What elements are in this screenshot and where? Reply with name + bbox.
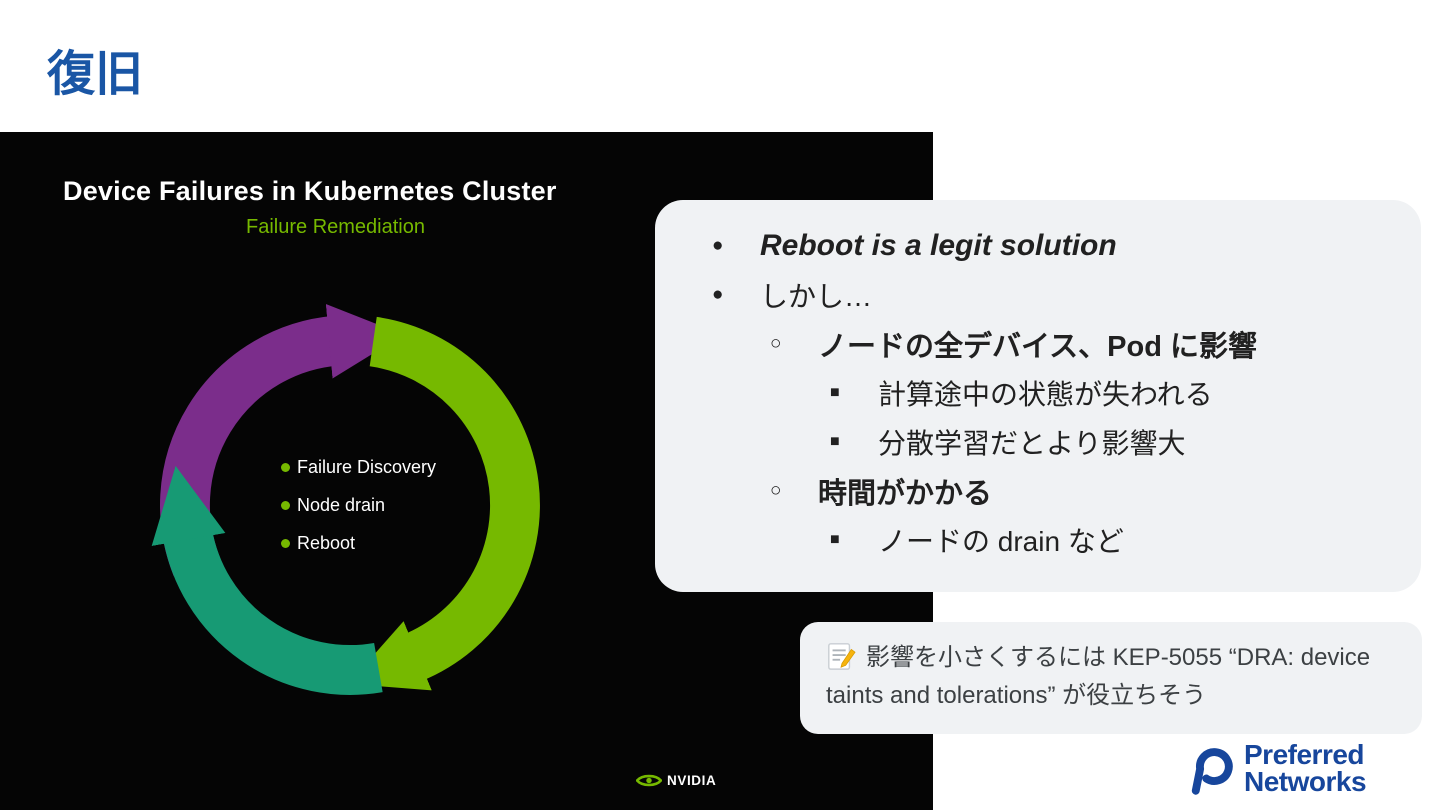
cycle-step-labels: Failure Discovery Node drain Reboot	[281, 448, 436, 562]
bullet-text: ノードの全デバイス、Pod に影響	[818, 330, 1257, 363]
slide-header: 復旧	[0, 0, 1440, 132]
bullet-marker: ■	[830, 432, 840, 450]
cycle-step-failure-discovery: Failure Discovery	[281, 448, 436, 486]
notes-panel: ● Reboot is a legit solution ● しかし… ○ ノー…	[655, 200, 1421, 592]
memo-icon	[826, 641, 856, 671]
bullet-marker: ○	[770, 479, 782, 501]
bullet-text: ノードの drain など	[878, 525, 1124, 557]
pfn-logo-line2: Networks	[1244, 766, 1367, 797]
green-bullet-icon	[281, 538, 290, 548]
embedded-slide-subtitle: Failure Remediation	[246, 216, 425, 238]
green-arrow	[348, 316, 540, 691]
pfn-mark-icon	[1191, 748, 1233, 795]
page-title: 復旧	[47, 48, 144, 101]
bullet-text: しかし…	[760, 280, 873, 312]
bullet-item: ○ ノードの全デバイス、Pod に影響	[655, 319, 1421, 368]
bullet-item: ■ ノードの drain など	[655, 515, 1421, 564]
bullet-text: 計算途中の状態が失われる	[878, 378, 1213, 410]
cycle-step-node-drain: Node drain	[281, 486, 436, 524]
cycle-arrows-icon	[151, 304, 540, 695]
bullet-marker: ○	[770, 332, 782, 354]
teal-arrow	[151, 465, 383, 695]
green-bullet-icon	[281, 462, 290, 472]
bullet-item: ■ 分散学習だとより影響大	[655, 417, 1421, 466]
pfn-logo: Preferred Networks	[1180, 739, 1367, 797]
cycle-step-label: Reboot	[297, 532, 356, 553]
green-bullet-icon	[281, 500, 290, 510]
bullet-item: ○ 時間がかかる	[655, 466, 1421, 515]
cycle-diagram: Failure Discovery Node drain Reboot	[135, 290, 565, 720]
bullet-marker: ●	[712, 283, 724, 305]
kep-note: 影響を小さくするには KEP-5055 “DRA: device taints …	[800, 622, 1422, 734]
nvidia-eye-icon	[636, 774, 662, 787]
bullet-item: ● しかし…	[655, 270, 1421, 319]
bullet-marker: ■	[830, 530, 840, 548]
pfn-logo-text: Preferred Networks	[1244, 739, 1367, 797]
nvidia-logo-text: NVIDIA	[667, 773, 717, 788]
bullet-text: Reboot is a legit solution	[760, 228, 1117, 262]
bullet-marker: ■	[830, 383, 840, 401]
bullet-marker: ●	[712, 234, 724, 256]
cycle-step-reboot: Reboot	[281, 524, 436, 562]
bullet-item: ● Reboot is a legit solution	[655, 221, 1421, 270]
embedded-slide-title: Device Failures in Kubernetes Cluster	[63, 176, 557, 206]
nvidia-logo: NVIDIA	[636, 772, 716, 789]
pfn-logo-line1: Preferred	[1244, 739, 1365, 770]
bullet-text: 時間がかかる	[818, 477, 993, 510]
cycle-step-label: Node drain	[297, 494, 386, 515]
kep-note-text: 影響を小さくするには KEP-5055 “DRA: device taints …	[826, 644, 1371, 709]
bullet-text: 分散学習だとより影響大	[878, 427, 1186, 459]
cycle-step-label: Failure Discovery	[297, 456, 437, 477]
bullet-item: ■ 計算途中の状態が失われる	[655, 368, 1421, 417]
